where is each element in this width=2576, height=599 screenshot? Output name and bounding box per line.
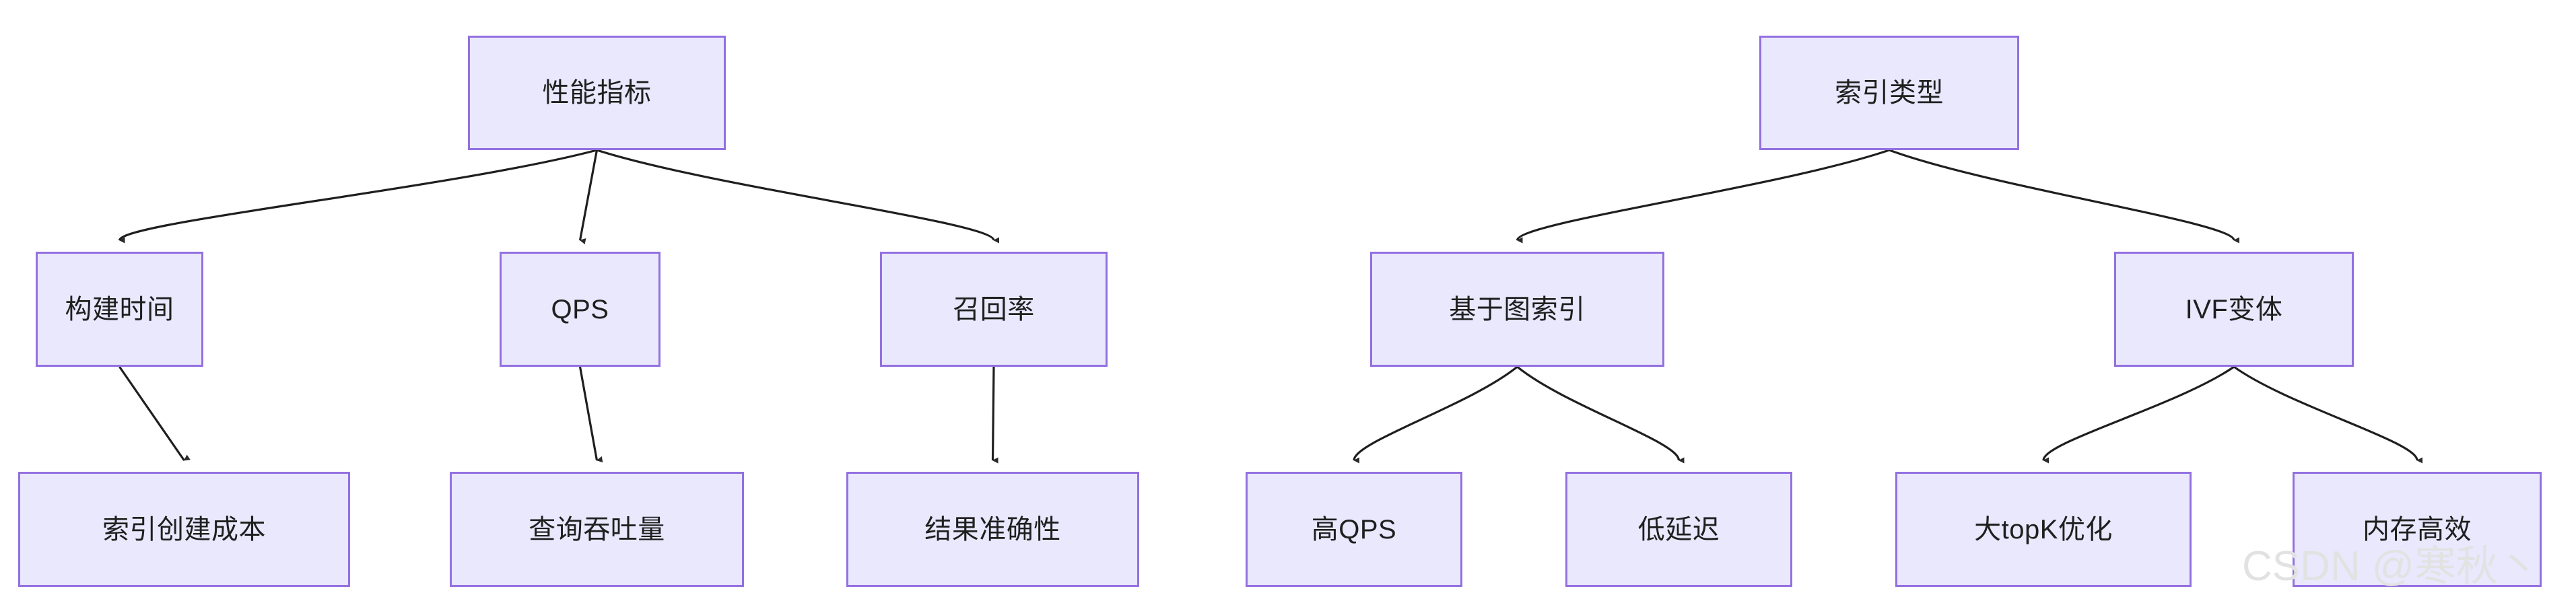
edge-n8-to-n10	[1889, 149, 2240, 244]
edge-n10-to-n14	[2233, 365, 2423, 464]
node-label: 高QPS	[1311, 514, 1397, 544]
node-label: 低延迟	[1637, 514, 1720, 544]
node-n11[interactable]: 高QPS	[1246, 472, 1462, 587]
node-n10[interactable]: IVF变体	[2114, 252, 2354, 367]
edge-n1-to-n2	[118, 149, 597, 244]
node-n9[interactable]: 基于图索引	[1370, 252, 1664, 367]
edge-n8-to-n9	[1516, 149, 1890, 244]
node-n14[interactable]: 内存高效	[2293, 472, 2542, 587]
node-n7[interactable]: 结果准确性	[846, 472, 1139, 587]
edge-n9-to-n11	[1353, 365, 1518, 464]
node-n8[interactable]: 索引类型	[1759, 36, 2019, 150]
node-n1[interactable]: 性能指标	[468, 36, 726, 150]
node-n12[interactable]: 低延迟	[1565, 472, 1792, 587]
node-n5[interactable]: 索引创建成本	[18, 472, 350, 587]
node-label: 索引类型	[1835, 78, 1944, 108]
edge-n9-to-n12	[1516, 365, 1685, 464]
edge-n3-to-n6	[578, 366, 603, 463]
node-n4[interactable]: 召回率	[880, 252, 1108, 367]
node-label: 性能指标	[542, 78, 652, 108]
edge-paths	[118, 149, 2423, 464]
node-label: 大topK优化	[1974, 514, 2113, 544]
node-label: 基于图索引	[1449, 294, 1586, 324]
edge-n1-to-n3	[578, 149, 599, 245]
node-label: 索引创建成本	[102, 514, 266, 544]
edge-n1-to-n4	[597, 149, 1000, 244]
node-label: 结果准确性	[924, 514, 1061, 544]
node-label: QPS	[551, 294, 609, 324]
node-label: 内存高效	[2363, 514, 2472, 544]
node-n6[interactable]: 查询吞吐量	[450, 472, 744, 587]
node-n3[interactable]: QPS	[500, 252, 660, 367]
edge-n10-to-n13	[2042, 365, 2235, 464]
node-label: 构建时间	[65, 294, 174, 324]
edge-n4-to-n7	[991, 366, 998, 464]
node-n2[interactable]: 构建时间	[36, 252, 203, 367]
edge-n2-to-n5	[118, 366, 191, 461]
node-label: IVF变体	[2185, 294, 2283, 324]
node-label: 查询吞吐量	[529, 514, 665, 544]
node-label: 召回率	[953, 294, 1035, 324]
node-n13[interactable]: 大topK优化	[1895, 472, 2192, 587]
